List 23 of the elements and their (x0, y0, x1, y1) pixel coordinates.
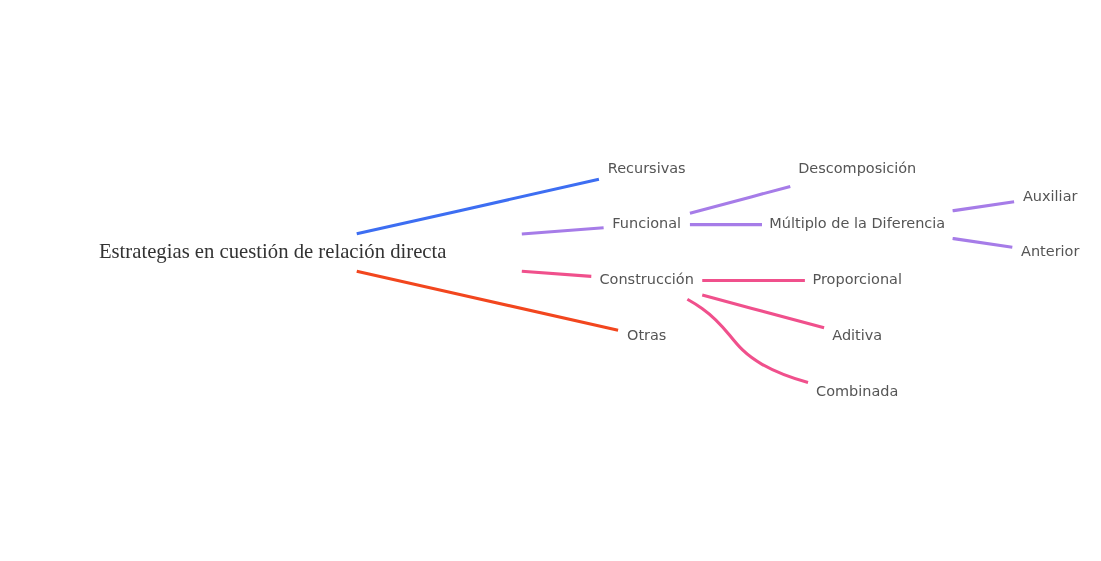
node-text: Funcional (611, 215, 681, 232)
connector (355, 269, 618, 332)
connector (521, 269, 591, 278)
connector (689, 184, 791, 215)
node-text: Anterior (1020, 243, 1079, 260)
connector (701, 278, 805, 283)
connector (686, 297, 808, 384)
node-text: Descomposición (797, 159, 916, 176)
node-text: Aditiva (831, 327, 882, 344)
node-text: Múltiplo de la Diferencia (768, 215, 945, 232)
connector (701, 293, 824, 330)
connector (951, 236, 1013, 249)
node-text: Otras (626, 327, 666, 344)
node-text: Proporcional (811, 271, 902, 288)
connector (951, 200, 1014, 213)
node-text: Recursivas (607, 159, 686, 176)
node-text: Estrategias en cuestión de relación directa (98, 239, 446, 262)
node-text: Auxiliar (1022, 187, 1077, 204)
connector (355, 177, 599, 236)
node-text: Combinada (815, 383, 898, 400)
connector (689, 223, 762, 227)
connector (521, 226, 604, 236)
node-text: Construcción (598, 271, 694, 288)
